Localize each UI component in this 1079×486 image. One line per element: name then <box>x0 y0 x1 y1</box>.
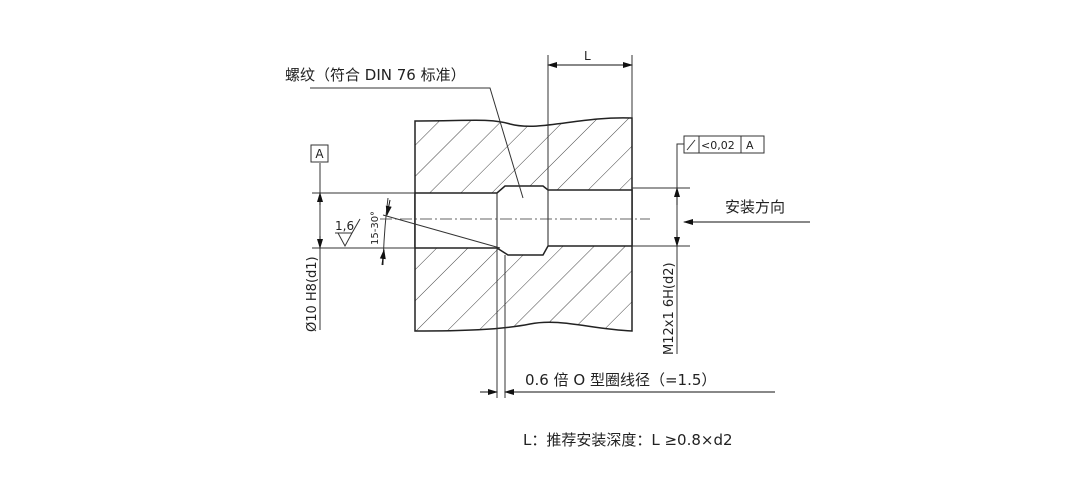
depth-symbol-label: L <box>584 49 591 63</box>
bore-diameter-label: Ø10 H8(d1) <box>305 256 320 332</box>
roughness-label: 1,6 <box>335 219 354 233</box>
svg-text:<0,02: <0,02 <box>701 139 735 152</box>
svg-text:A: A <box>746 139 754 152</box>
runout-icon <box>686 139 696 151</box>
thread-label: 螺纹（符合 DIN 76 标准） <box>285 66 466 84</box>
install-direction-label: 安装方向 <box>725 198 785 216</box>
runout-frame: <0,02 A <box>683 135 765 154</box>
chamfer-angle-label: 15-30° <box>370 211 381 245</box>
groove-offset-label: 0.6 倍 O 型圈线径（=1.5） <box>525 371 716 389</box>
datum-box <box>310 144 329 163</box>
thread-size-label: M12x1 6H(d2) <box>662 262 677 355</box>
datum-label: A <box>315 147 324 161</box>
depth-note: L：推荐安装深度：L ≥0.8×d2 <box>523 431 733 449</box>
bore <box>414 185 633 256</box>
